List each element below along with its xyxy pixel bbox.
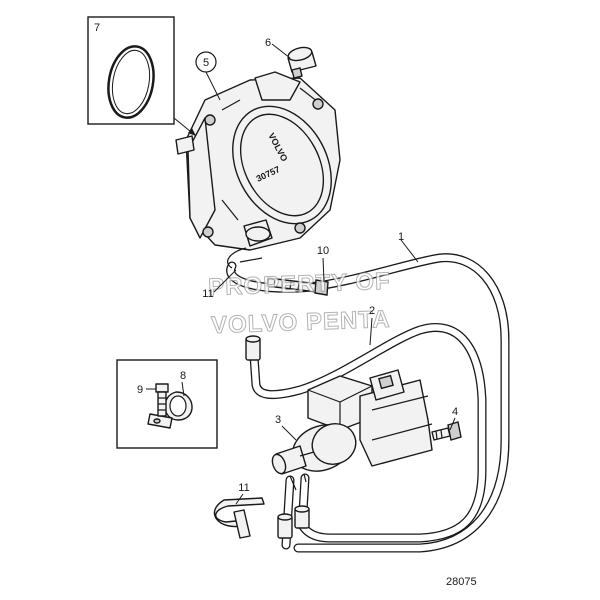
leader-11-lower — [235, 493, 244, 505]
callout-11-lower: 11 — [238, 482, 249, 494]
callout-3: 3 — [275, 414, 281, 426]
o-ring-box — [87, 16, 175, 125]
leader-5 — [205, 71, 221, 101]
callout-2: 2 — [369, 305, 375, 317]
solenoid-valve — [271, 369, 433, 491]
callout-10: 10 — [317, 245, 329, 257]
vacuum-pump — [175, 71, 341, 269]
callout-5-circle — [195, 51, 217, 73]
leader-11-upper — [213, 269, 237, 293]
leader-4 — [449, 417, 456, 431]
hose-fitting-end — [245, 335, 261, 343]
callout-11-upper: 11 — [202, 288, 213, 300]
watermark-line-2: VOLVO PENTA — [211, 306, 391, 339]
callout-1: 1 — [398, 231, 404, 243]
callout-8: 8 — [180, 370, 186, 382]
o-ring — [107, 45, 155, 119]
watermark: PROPERTY OF VOLVO PENTA — [207, 267, 391, 339]
leader-8 — [181, 381, 185, 397]
hose-fitting-end — [277, 513, 293, 521]
watermark-line-1: PROPERTY OF — [208, 268, 391, 301]
callout-9: 9 — [137, 384, 143, 396]
screw-9 — [155, 383, 169, 417]
figure-number: 28075 — [446, 576, 477, 588]
callout-4: 4 — [452, 406, 458, 418]
o-ring-arrowhead — [188, 128, 196, 136]
callout-7: 7 — [94, 22, 100, 34]
clamp — [147, 391, 193, 429]
screw-4 — [431, 421, 462, 441]
callout-6: 6 — [265, 37, 271, 49]
callout-5: 5 — [203, 57, 209, 69]
hose-2 — [249, 323, 487, 543]
leader-1 — [400, 239, 419, 263]
leader-3 — [281, 425, 297, 441]
leader-2 — [369, 317, 373, 346]
leader-10 — [322, 257, 325, 283]
leader-6 — [271, 43, 291, 59]
cap — [287, 46, 317, 79]
cable-tie — [213, 497, 265, 539]
screw-10 — [266, 277, 329, 296]
hose-fitting-end — [294, 505, 310, 513]
